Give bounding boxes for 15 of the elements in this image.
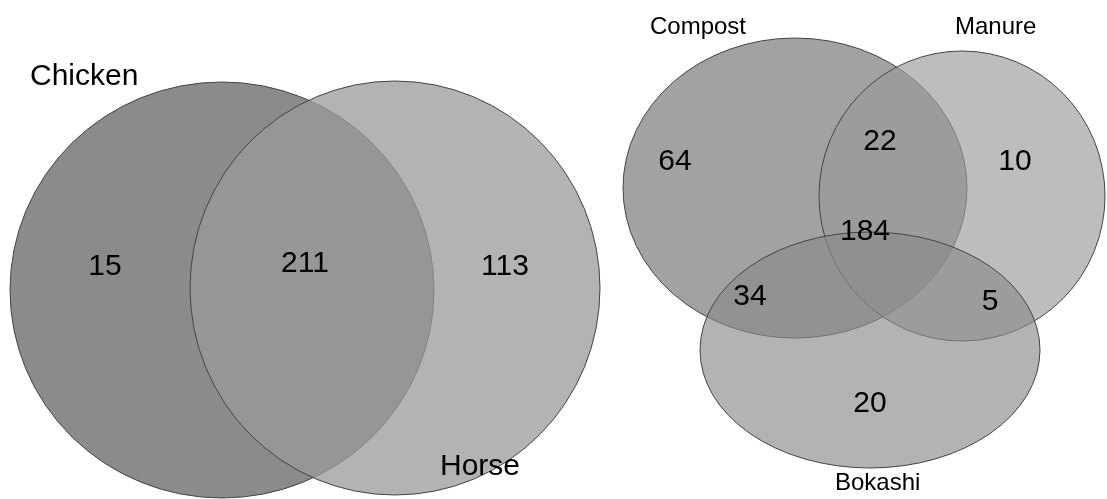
set-label: Bokashi: [835, 468, 921, 496]
set-label: Horse: [440, 448, 521, 482]
count-label: 10: [998, 143, 1032, 177]
count-label: 113: [481, 248, 529, 282]
count-label: 15: [88, 248, 122, 282]
set-label: Manure: [955, 12, 1037, 40]
count-label: 22: [863, 123, 897, 157]
count-label: 5: [981, 283, 999, 317]
count-label: 64: [658, 143, 692, 177]
count-label: 34: [733, 278, 767, 312]
count-label: 20: [853, 385, 887, 419]
set-label: Compost: [650, 12, 747, 40]
count-label: 211: [281, 245, 329, 279]
count-label: 184: [839, 213, 891, 247]
set-label: Chicken: [30, 58, 139, 92]
